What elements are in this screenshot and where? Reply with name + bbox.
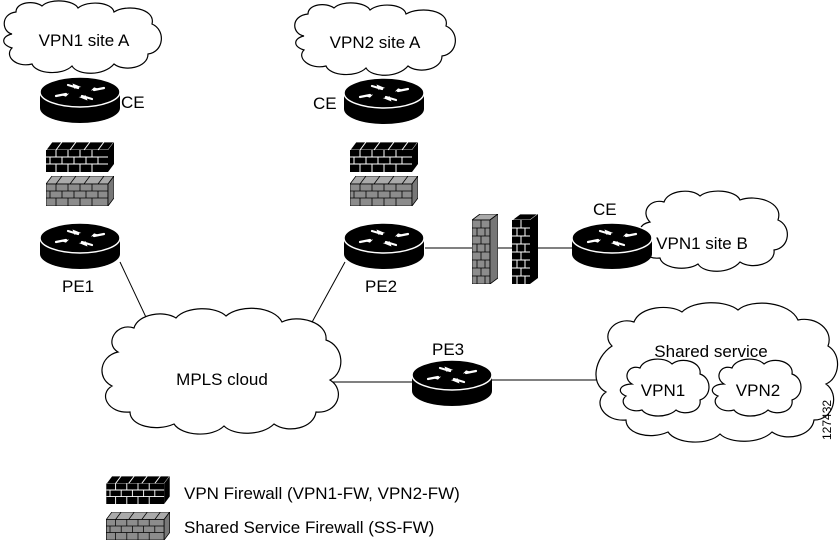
vpn1-site-b-label: VPN1 site B [656, 234, 748, 253]
ce-router-vpn1-site-b [570, 221, 654, 271]
mpls-cloud-label: MPLS cloud [176, 370, 268, 389]
cloud-vpn1-site-b [639, 190, 788, 272]
vpn1-firewall [46, 142, 114, 172]
shared-service-firewall-pe2 [350, 176, 418, 206]
pe2-router [342, 221, 426, 271]
shared-service-firewall-pe1 [46, 176, 114, 206]
legend-shared-firewall-icon [106, 512, 170, 540]
cloud-vpn2-site-a [294, 2, 456, 76]
pe1-router [38, 221, 122, 271]
vpn1-site-a-label: VPN1 site A [39, 31, 130, 50]
ce-label-vpn1-site-b: CE [593, 200, 617, 219]
figure-id: 127432 [820, 400, 834, 440]
ce-router-vpn2-site-a [342, 76, 426, 126]
pe3-label: PE3 [432, 340, 464, 359]
pe1-label: PE1 [62, 277, 94, 296]
ce-router-vpn1-site-a [38, 75, 122, 125]
cloud-vpn2 [711, 358, 802, 417]
ce-label-vpn2-site-a: CE [313, 94, 337, 113]
vpn2-site-a-label: VPN2 site A [330, 33, 421, 52]
pe2-label: PE2 [365, 277, 397, 296]
legend: VPN Firewall (VPN1-FW, VPN2-FW) Shared S… [106, 476, 460, 540]
shared-service-firewall-site-b [472, 214, 498, 284]
vpn1-label: VPN1 [641, 381, 685, 400]
ce-label-vpn1-site-a: CE [121, 93, 145, 112]
legend-shared-firewall-label: Shared Service Firewall (SS-FW) [184, 518, 434, 537]
cloud-vpn1-site-a [3, 0, 162, 74]
cloud-vpn1 [619, 358, 710, 417]
legend-vpn-firewall-icon [106, 476, 170, 504]
vpn2-label: VPN2 [736, 381, 780, 400]
pe3-router [410, 358, 494, 408]
legend-vpn-firewall-label: VPN Firewall (VPN1-FW, VPN2-FW) [184, 484, 460, 503]
vpn1-firewall-site-b [512, 214, 538, 284]
vpn2-firewall [350, 142, 418, 172]
cloud-mpls [101, 307, 342, 435]
shared-service-label: Shared service [654, 342, 767, 361]
